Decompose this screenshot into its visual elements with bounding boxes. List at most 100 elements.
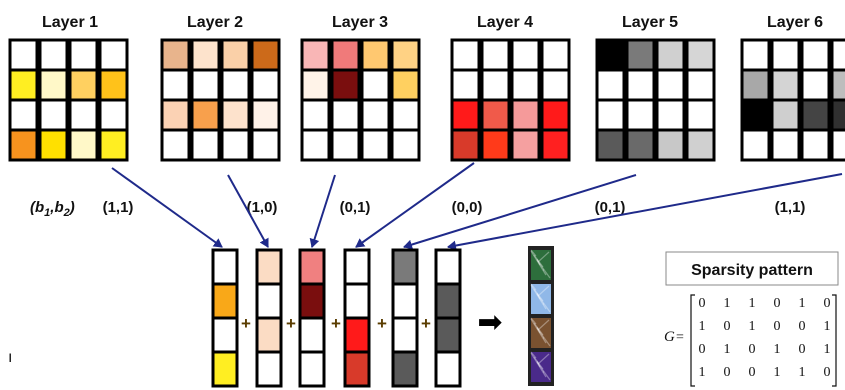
layer-cell (98, 38, 129, 72)
layer-6: Layer 6(1,1) (740, 14, 845, 216)
layer-cell (800, 38, 831, 72)
layer-cell (770, 128, 801, 162)
layer-cell (220, 38, 251, 72)
layer-cell (330, 68, 361, 102)
plus-sign: + (377, 314, 387, 333)
sum-column-cell (255, 282, 283, 320)
layer-cell (8, 38, 39, 72)
sum-column-cell (391, 248, 419, 286)
layer-cell (770, 68, 801, 102)
sum-column-cell (255, 248, 283, 286)
result-arrow-icon: ➡ (477, 305, 502, 340)
sum-column-5 (391, 248, 419, 388)
layer-cell (250, 128, 281, 162)
layer-cell (220, 98, 251, 132)
sum-column-cell (211, 316, 239, 354)
layer-column (685, 38, 716, 162)
matrix-entry: 0 (699, 342, 706, 357)
layer-cell (685, 98, 716, 132)
layer-cell (450, 98, 481, 132)
layer-cell (68, 128, 99, 162)
matrix-entry: 1 (799, 365, 806, 380)
layer-cell (510, 128, 541, 162)
layer-cell (300, 38, 331, 72)
layer-cell (685, 128, 716, 162)
texture-speck (530, 317, 537, 325)
sum-column-cell (391, 282, 419, 320)
texture-speck (530, 352, 547, 378)
layer-cell (360, 128, 391, 162)
matrix-entry: 0 (824, 296, 831, 311)
layer-column (160, 38, 191, 162)
layer-cell (480, 38, 511, 72)
layer-column (98, 38, 129, 162)
result-texture-cell (531, 284, 551, 314)
layer-column (480, 38, 511, 162)
matrix-entry: 0 (699, 296, 706, 311)
layer-to-sum-arrow (447, 173, 843, 251)
texture-speck (537, 319, 550, 331)
texture-speck (530, 351, 537, 359)
layer-code-label: (1,0) (247, 199, 278, 216)
sum-column-cell (434, 282, 462, 320)
texture-speck (530, 284, 547, 310)
sum-column-cell (298, 282, 326, 320)
layer-column (450, 38, 481, 162)
texture-speck (530, 250, 547, 276)
layer-cell (300, 128, 331, 162)
layer-cell (540, 38, 571, 72)
layer-column (330, 38, 361, 162)
texture-speck (536, 292, 541, 300)
layer-cell (330, 128, 361, 162)
layer-cell (480, 98, 511, 132)
layer-cell (540, 68, 571, 102)
layer-cell (190, 68, 221, 102)
sum-column-1 (211, 248, 239, 388)
matrix-entry: 0 (774, 296, 781, 311)
layer-cell (830, 68, 845, 102)
layer-cell (360, 68, 391, 102)
texture-speck (533, 288, 544, 302)
layer-title: Layer 4 (477, 14, 533, 31)
texture-speck (530, 318, 547, 344)
texture-speck (537, 251, 550, 263)
layer-cell (68, 98, 99, 132)
texture-speck (536, 327, 551, 347)
layer-code-label: (1,1) (775, 199, 806, 216)
layer-cell (160, 38, 191, 72)
matrix-left-bracket (690, 294, 695, 387)
layer-cell (625, 68, 656, 102)
layer-column (250, 38, 281, 162)
layer-column (220, 38, 251, 162)
layer-cell (740, 98, 771, 132)
layer-column (38, 38, 69, 162)
layer-cell (450, 128, 481, 162)
layer-title: Layer 2 (187, 14, 243, 31)
layer-cell (38, 68, 69, 102)
layer-cell (390, 98, 421, 132)
layer-title: Layer 1 (42, 14, 98, 31)
layer-cell (510, 38, 541, 72)
texture-speck (530, 249, 537, 257)
layer-cell (190, 98, 221, 132)
layer-cell (360, 38, 391, 72)
layer-cell (250, 68, 281, 102)
texture-speck (536, 258, 541, 266)
texture-speck (537, 353, 550, 365)
texture-speck (530, 283, 537, 291)
layer-3: Layer 3(0,1) (300, 14, 421, 216)
layer-column (770, 38, 801, 162)
layer-cell (830, 98, 845, 132)
texture-speck (533, 322, 544, 336)
sparsity-title-box (665, 251, 839, 286)
layer-cell (540, 98, 571, 132)
arrows-group (111, 162, 843, 251)
layer-column (360, 38, 391, 162)
layer-to-sum-arrow (111, 167, 223, 248)
sum-column-cell (343, 350, 371, 388)
layer-column (740, 38, 771, 162)
layer-column (390, 38, 421, 162)
code-header-text: ) (68, 199, 75, 216)
